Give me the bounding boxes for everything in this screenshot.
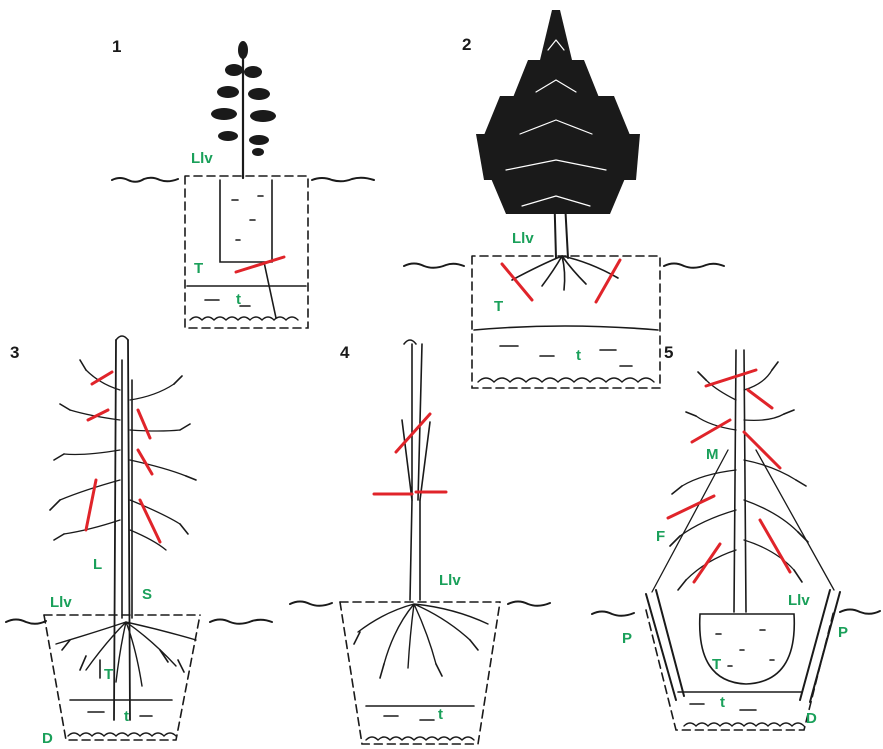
panel-3-number: 3	[10, 343, 19, 363]
panel-1-illustration	[112, 41, 374, 328]
panel-5-stake-left-label: P	[622, 630, 632, 647]
panel-3-drainage-label: D	[42, 730, 53, 747]
panel-1-topsoil-label: T	[194, 260, 203, 277]
panel-3-stem-label: L	[93, 556, 102, 573]
panel-2-number: 2	[462, 35, 471, 55]
panel-3-surface-label: Llv	[50, 594, 72, 611]
panel-5-crown-label: M	[706, 446, 719, 463]
panel-5-topsoil-label: T	[712, 656, 721, 673]
panel-5-number: 5	[664, 343, 673, 363]
panel-2-surface-label: Llv	[512, 230, 534, 247]
panel-5-subsoil-label: t	[720, 694, 725, 711]
panel-3-illustration	[6, 336, 272, 740]
panel-4-number: 4	[340, 343, 349, 363]
panel-1-surface-label: Llv	[191, 150, 213, 167]
panel-5-drainage-label: D	[806, 710, 817, 727]
panel-1-subsoil-label: t	[236, 291, 241, 308]
panel-1-number: 1	[112, 37, 121, 57]
panel-3-subsoil-label: t	[124, 708, 129, 725]
panel-4-illustration	[290, 340, 550, 744]
panel-5-guy-label: F	[656, 528, 665, 545]
panel-5-stake-right-label: P	[838, 624, 848, 641]
panel-5-illustration	[592, 350, 880, 730]
panel-5-surface-label: Llv	[788, 592, 810, 609]
panel-3-stake-label: S	[142, 586, 152, 603]
panel-4-subsoil-label: t	[438, 706, 443, 723]
panel-2-illustration	[404, 10, 724, 388]
panel-4-surface-label: Llv	[439, 572, 461, 589]
panel-2-subsoil-label: t	[576, 347, 581, 364]
panel-2-topsoil-label: T	[494, 298, 503, 315]
panel-3-topsoil-label: T	[104, 666, 113, 683]
